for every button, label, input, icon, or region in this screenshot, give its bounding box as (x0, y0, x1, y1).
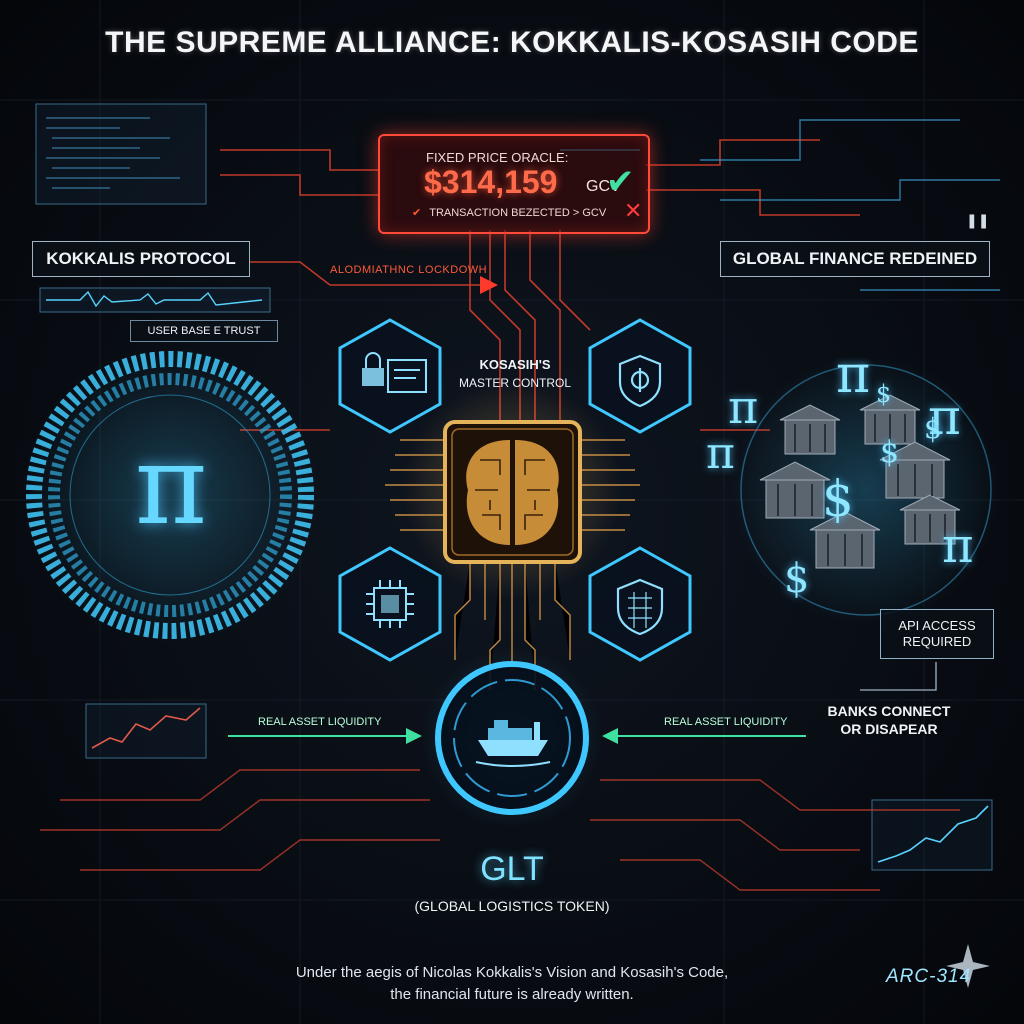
banks-line-2: OR DISAPEAR (840, 721, 938, 737)
api-line-2: REQUIRED (902, 634, 972, 649)
footer-caption: Under the aegis of Nicolas Kokkalis's Vi… (212, 962, 812, 1006)
dollar-icon: $ (822, 470, 854, 528)
token-full-name: (GLOBAL LOGISTICS TOKEN) (414, 898, 610, 914)
liquidity-arrow-right-icon (602, 728, 618, 744)
ship-icon (475, 720, 551, 767)
banks-connect-label: BANKS CONNECT OR DISAPEAR (814, 702, 964, 738)
pi-icon: π (942, 518, 974, 574)
oracle-rejection-text: TRANSACTION BEZECTED > GCV (429, 207, 607, 219)
oracle-label: FIXED PRICE ORACLE: (426, 150, 569, 165)
pi-icon: π (706, 428, 735, 479)
glt-ship-emblem (422, 648, 602, 828)
pi-icon: π (928, 388, 961, 446)
check-icon: ✔ (606, 163, 635, 201)
lock-icon (362, 352, 427, 393)
pause-icon: ❚❚ (966, 212, 990, 228)
page-title: THE SUPREME ALLIANCE: KOKKALIS-KOSASIH C… (105, 26, 919, 59)
trend-chart-right (871, 799, 993, 871)
dollar-icon: $ (876, 380, 892, 408)
footer-line-1: Under the aegis of Nicolas Kokkalis's Vi… (295, 964, 729, 981)
hex-shield-bottom (588, 546, 692, 662)
reject-x-icon: ✕ (624, 198, 643, 223)
liquidity-right-label: REAL ASSET LIQUIDITY (664, 716, 788, 728)
oracle-price: $314,159 (424, 164, 558, 200)
brain-chip (385, 380, 640, 690)
kokkalis-protocol-label: KOKKALIS PROTOCOL (32, 241, 250, 277)
shield-grid-icon (616, 578, 664, 636)
lockdown-arrow-icon (480, 276, 498, 294)
brand-logo: ARC-314 (886, 966, 972, 987)
sparkle-icon (946, 944, 990, 988)
master-line-2: MASTER CONTROL (458, 376, 571, 390)
banks-line-1: BANKS CONNECT (827, 703, 951, 719)
user-base-label: USER BASE E TRUST (130, 320, 278, 342)
footer-line-2: the financial future is already written. (390, 986, 634, 1003)
api-access-label: API ACCESS REQUIRED (880, 609, 994, 659)
user-ring (20, 345, 320, 645)
global-finance-label: GLOBAL FINANCE REDEINED (720, 241, 990, 277)
hex-lock (338, 318, 442, 434)
lockdown-label: ALODMIATHNC LOCKDOWH (330, 264, 488, 276)
dollar-icon: $ (880, 435, 900, 470)
token-name: GLT (480, 850, 544, 888)
oracle-rejection: ✔ TRANSACTION BEZECTED > GCV (412, 206, 606, 219)
pi-symbol: π (134, 421, 208, 549)
chip-icon (366, 580, 414, 628)
liquidity-left-label: REAL ASSET LIQUIDITY (258, 716, 382, 728)
dollar-icon: $ (924, 412, 942, 445)
heartbeat-panel (39, 287, 271, 313)
api-line-1: API ACCESS (898, 618, 976, 633)
trend-chart-left (85, 703, 207, 759)
dollar-icon: $ (784, 556, 810, 602)
oracle-unit: GCV (586, 178, 621, 195)
bank-cluster (731, 355, 1001, 625)
price-oracle-panel: FIXED PRICE ORACLE: $314,159 GCV ✔ ✔ TRAN… (378, 134, 650, 234)
small-check-icon: ✔ (412, 207, 422, 219)
master-line-1: KOSASIH'S (479, 357, 551, 372)
shield-icon (618, 354, 662, 408)
pi-icon: π (836, 345, 871, 405)
master-control-label: KOSASIH'S MASTER CONTROL (440, 356, 590, 392)
code-panel (35, 103, 207, 205)
liquidity-arrow-left-icon (406, 728, 422, 744)
pi-icon: π (728, 380, 759, 434)
